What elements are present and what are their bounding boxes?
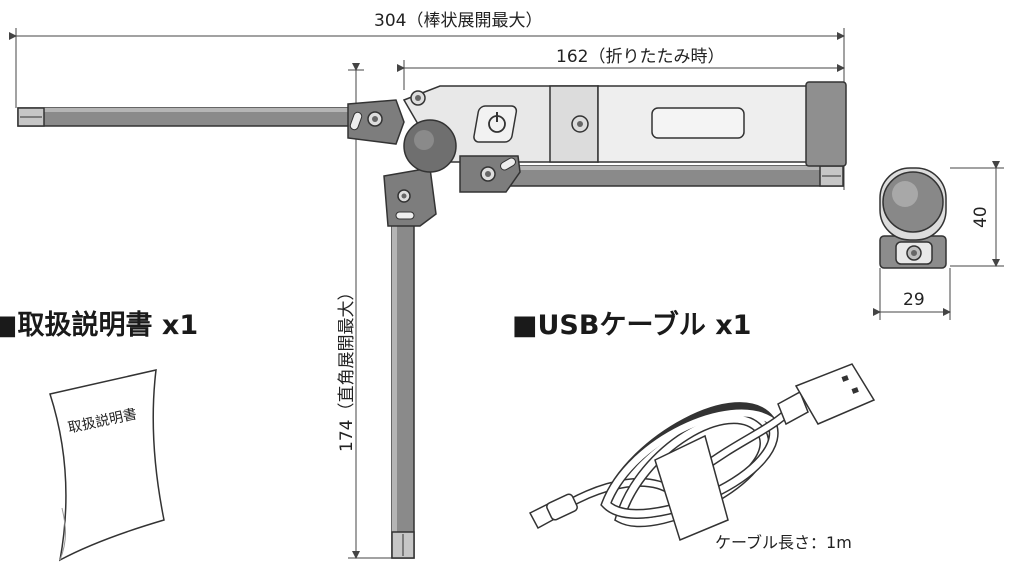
- vertical-arm: [391, 219, 415, 559]
- left-arm: [17, 107, 375, 127]
- usb-cable: [528, 363, 876, 542]
- side-width-label: 29: [903, 290, 925, 310]
- power-button-icon: [473, 105, 518, 143]
- usb-heading: ■USBケーブル x1: [512, 310, 752, 341]
- folded-length-label: 162（折りたたみ時）: [556, 47, 725, 67]
- hinge-bottom: [383, 167, 437, 227]
- dimension-lines: [9, 28, 1004, 559]
- hinge-top: [347, 99, 405, 145]
- bottom-arm: [497, 165, 844, 187]
- cable-length-note: ケーブル長さ：1m: [715, 533, 852, 552]
- light-body: [402, 81, 847, 167]
- side-height-label: 40: [971, 206, 991, 228]
- total-length-label: 304（棒状展開最大）: [374, 11, 543, 31]
- manual-heading: ■取扱説明書 x1: [0, 310, 199, 341]
- side-view: [879, 167, 947, 269]
- vertical-length-label: 174（直角展開最大）: [337, 283, 357, 452]
- manual-booklet: [49, 369, 165, 562]
- hinge-middle: [459, 155, 521, 193]
- pivot-knob: [403, 119, 457, 173]
